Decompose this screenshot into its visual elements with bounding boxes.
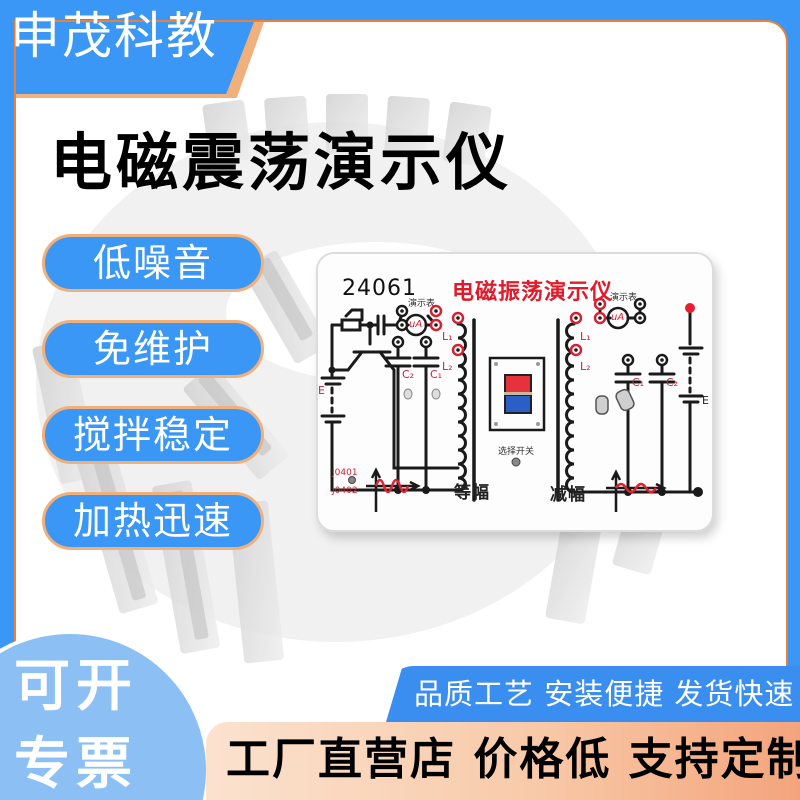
meter-label-right: 演示表 [610, 293, 638, 303]
feature-pill-stable-stirring: 搅拌稳定 [42, 406, 264, 464]
label-c1-right: C₁ [632, 376, 645, 389]
feature-pill-maintenance-free: 免维护 [42, 320, 264, 378]
label-e-right: E [702, 394, 709, 407]
bottom-banner [206, 722, 800, 800]
tagline-strip [386, 666, 800, 722]
mode-label-damped: 减幅 [550, 485, 586, 505]
meter-label-left: 演示表 [408, 299, 436, 309]
label-l1-right: L₁ [580, 330, 591, 343]
label-c2-right: C₂ [666, 376, 679, 389]
selector-switch-label: 选择开关 [498, 447, 535, 457]
label-c2-left: C₂ [402, 368, 415, 381]
page-title: 电磁震荡演示仪 [50, 126, 513, 199]
feature-pill-low-noise: 低噪音 [42, 234, 264, 292]
label-l2-right: L₂ [580, 360, 591, 373]
invoice-badge-text: 可开 专票 [14, 648, 138, 800]
tagline-text: 品质工艺 安装便捷 发货快速 [414, 677, 795, 711]
invoice-line-2: 专票 [14, 732, 138, 797]
brand-name: 申茂科教 [10, 7, 218, 65]
code-label-bottom: J0402 [332, 486, 358, 496]
product-panel: 24061 电磁振荡演示仪 演示表 演示表 uA uA L₁ L₂ C₂ C₁ … [316, 252, 714, 532]
meter-unit-left: uA [409, 319, 423, 330]
label-l2-left: L₂ [442, 360, 453, 373]
label-e-left: E [318, 384, 325, 397]
feature-pill-fast-heating: 加热迅速 [42, 492, 264, 550]
mode-label-constant: 等幅 [454, 483, 490, 503]
label-c1-left: C₁ [430, 368, 443, 381]
invoice-line-1: 可开 [14, 654, 138, 719]
label-l1-left: L₁ [442, 330, 453, 343]
model-number: 24061 [342, 276, 417, 301]
code-label-top: J0401 [332, 468, 358, 478]
circuit-diagram [320, 297, 704, 512]
bottom-banner-text: 工厂直营店 价格低 支持定制 [226, 734, 800, 785]
panel-title: 电磁振荡演示仪 [452, 280, 614, 305]
meter-unit-right: uA [611, 312, 625, 323]
brand-tab [16, 22, 254, 96]
